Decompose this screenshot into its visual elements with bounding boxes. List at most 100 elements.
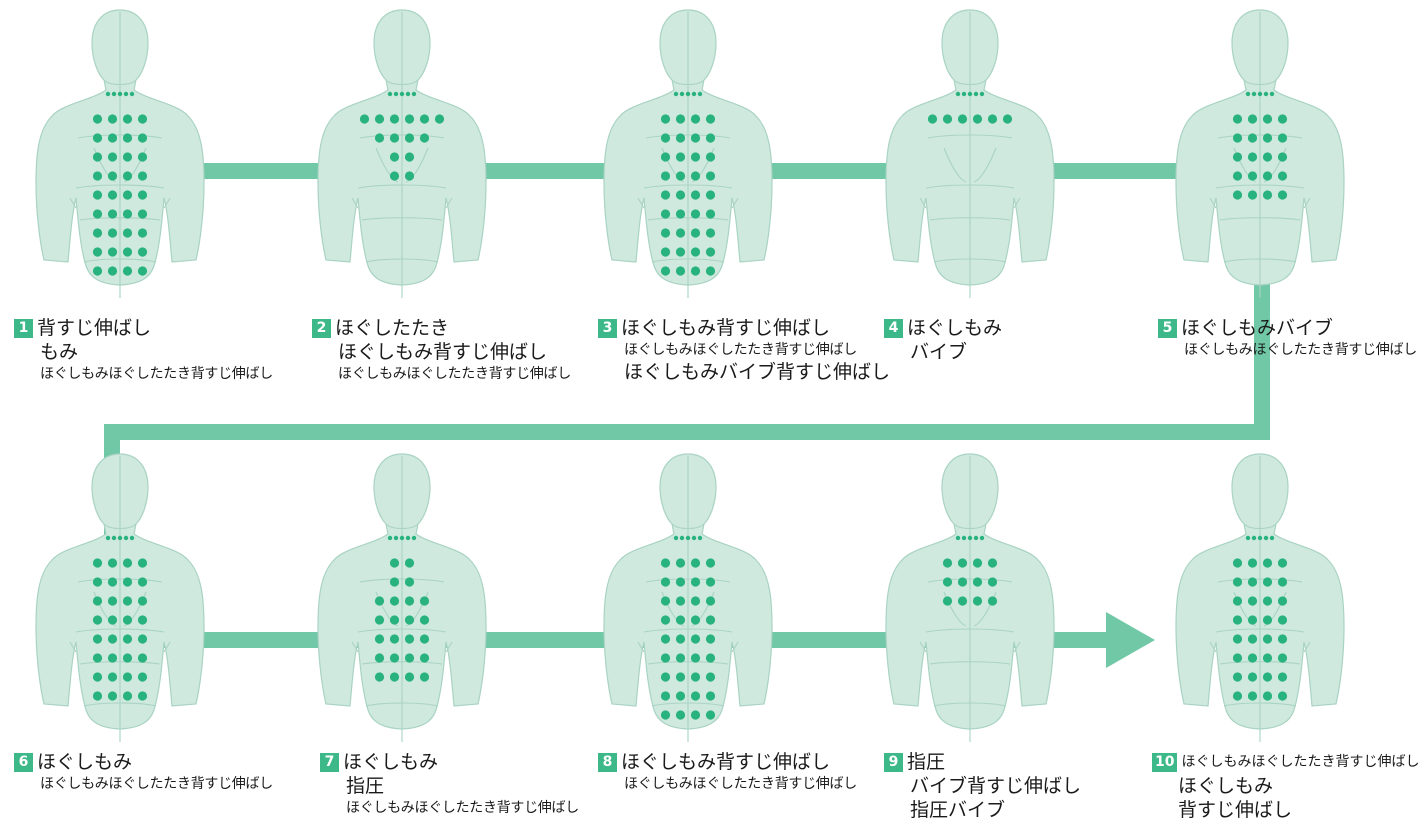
pressure-dot [1277,114,1288,124]
pressure-dot [1232,577,1243,587]
pressure-dot [1232,152,1243,162]
pressure-dot [1277,190,1288,200]
pressure-dot [92,558,103,568]
pressure-dot [137,209,148,219]
pressure-dot [675,691,686,701]
pressure-dot [92,114,103,124]
pressure-dot [419,133,430,143]
pressure-dot [1277,634,1288,644]
pressure-dot [107,596,118,606]
pressure-dot [675,114,686,124]
pressure-dot [705,114,716,124]
pressure-dot [374,672,385,682]
pressure-dot [92,209,103,219]
pressure-dot [1247,615,1258,625]
pressure-dot [404,577,415,587]
pressure-dot [374,615,385,625]
pressure-dot [690,133,701,143]
neck-dot [1269,535,1275,541]
pressure-dot [690,171,701,181]
pressure-dot [389,596,400,606]
pressure-dot [1277,672,1288,682]
pressure-dot [660,710,671,720]
neck-dot [697,91,703,97]
pressure-dot [957,577,968,587]
step-number-badge: 5 [1158,318,1177,338]
neck-dot [691,535,697,541]
pressure-dot [675,266,686,276]
neck-dot [405,91,411,97]
pressure-dot [92,615,103,625]
pressure-dot [957,596,968,606]
pressure-dot [122,577,133,587]
pressure-dot [107,577,118,587]
pressure-dot [137,152,148,162]
pressure-dot [675,634,686,644]
pressure-dot [1262,558,1273,568]
pressure-dot [107,228,118,238]
pressure-dot [660,672,671,682]
pressure-dot [675,596,686,606]
pressure-dot [419,114,430,124]
neck-dot [1251,91,1257,97]
pressure-dot [107,672,118,682]
pressure-dot [389,634,400,644]
neck-dot [111,535,117,541]
pressure-dot [660,114,671,124]
step-number-badge: 4 [884,318,903,338]
pressure-dot [419,615,430,625]
pressure-dot [1277,577,1288,587]
pressure-dot [122,634,133,644]
neck-dot [399,535,405,541]
neck-dot [105,535,111,541]
pressure-dot [675,710,686,720]
neck-dot [1245,91,1251,97]
pressure-dot [374,133,385,143]
pressure-dot [1232,691,1243,701]
pressure-dot [690,596,701,606]
pressure-dot [137,190,148,200]
pressure-dot [690,247,701,257]
step-number-badge: 1 [14,318,33,338]
pressure-dot [389,133,400,143]
pressure-dot [1232,171,1243,181]
step-title: ほぐしもみ [907,317,1003,339]
pressure-dot [137,634,148,644]
pressure-dot [1277,133,1288,143]
pressure-dot [675,171,686,181]
body-figure [598,452,778,742]
step-number-badge: 6 [14,752,33,772]
pressure-dot [122,190,133,200]
step-number-badge: 9 [884,752,903,772]
pressure-dot [675,558,686,568]
pressure-dot [675,152,686,162]
pressure-dot [1262,114,1273,124]
neck-dot [405,535,411,541]
body-figure [598,8,778,298]
pressure-dot [705,152,716,162]
pressure-dot [675,577,686,587]
pressure-dot [137,171,148,181]
pressure-dot [1262,653,1273,663]
neck-dot [697,535,703,541]
neck-dot [1263,91,1269,97]
pressure-dot [1277,171,1288,181]
pressure-dot [92,266,103,276]
neck-dot [129,535,135,541]
pressure-dot [92,691,103,701]
neck-dot [111,91,117,97]
pressure-dot [705,653,716,663]
pressure-dot [690,209,701,219]
neck-dot [967,91,973,97]
pressure-dot [1247,114,1258,124]
pressure-dot [1232,114,1243,124]
pressure-dot [92,152,103,162]
body-figure [30,8,210,298]
body-figure [1170,8,1350,298]
pressure-dot [1232,190,1243,200]
pressure-dot [1247,691,1258,701]
step-title: ほぐしもみ [343,751,439,773]
pressure-dot [660,691,671,701]
